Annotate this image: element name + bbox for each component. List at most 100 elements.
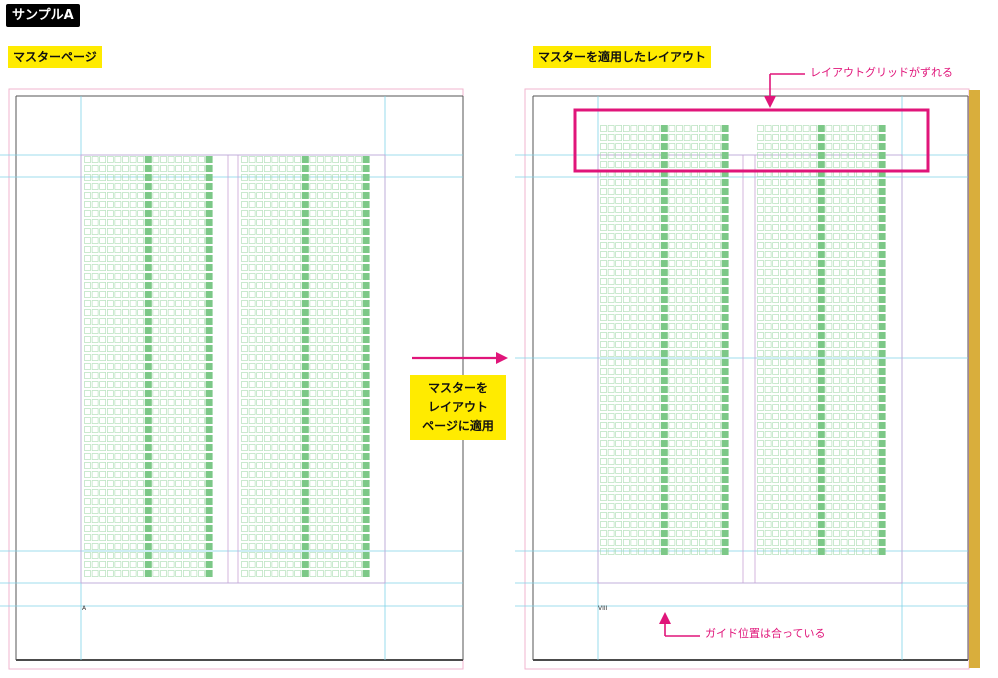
master-grid-cell [271,210,279,217]
master-grid-cell [91,264,99,271]
master-grid-cell [339,282,347,289]
master-grid-marker [301,345,309,352]
layout-grid-marker [660,467,668,474]
grid-shift-highlight-box [573,108,930,173]
master-grid-cell [271,471,279,478]
layout-grid-marker [878,494,886,501]
layout-grid-cell [698,395,706,402]
master-grid-marker [301,381,309,388]
master-grid-marker [362,246,370,253]
layout-grid-cell [714,386,721,393]
master-grid-cell [347,489,355,496]
master-grid-cell [114,210,122,217]
layout-grid-cell [779,341,787,348]
master-grid-cell [263,480,271,487]
layout-grid-cell [622,548,630,555]
layout-grid-cell [622,377,630,384]
master-grid-marker [362,507,370,514]
layout-grid-cell [795,143,802,150]
master-grid-cell [167,282,175,289]
master-grid-cell [107,417,114,424]
master-grid-cell [286,444,294,451]
layout-grid-cell [810,458,818,465]
layout-grid-cell [779,512,787,519]
layout-grid-cell [630,476,638,483]
layout-grid-cell [810,512,818,519]
master-grid-cell [167,453,175,460]
master-grid-cell [294,309,302,316]
master-grid-cell [263,300,271,307]
layout-grid-cell [833,458,840,465]
layout-grid-cell [787,395,795,402]
master-grid-cell [107,165,114,172]
master-grid-cell [190,462,198,469]
layout-grid-cell [840,152,848,159]
layout-grid-cell [825,242,833,249]
master-grid-cell [317,561,324,568]
layout-grid-cell [757,395,764,402]
master-grid-cell [324,210,332,217]
layout-grid-cell [779,404,787,411]
layout-grid-cell [615,152,623,159]
master-grid-cell [198,399,205,406]
layout-grid-cell [871,152,878,159]
master-grid-cell [99,156,106,163]
layout-grid-cell [653,476,661,483]
layout-grid-cell [607,476,615,483]
master-grid-cell [122,552,129,559]
layout-grid-cell [653,206,661,213]
layout-grid-cell [698,125,706,132]
layout-grid-cell [600,449,607,456]
master-grid-marker [144,399,152,406]
master-page-label: マスターページ [8,46,102,68]
master-grid-cell [332,435,340,442]
master-grid-marker [301,570,309,577]
layout-grid-marker [660,341,668,348]
master-grid-cell [339,498,347,505]
master-grid-cell [167,291,175,298]
layout-grid-cell [787,521,795,528]
master-grid-cell [355,255,362,262]
layout-grid-cell [638,413,645,420]
layout-grid-cell [645,305,653,312]
master-grid-cell [84,408,91,415]
master-grid-cell [263,507,271,514]
master-grid-cell [332,480,340,487]
master-grid-cell [122,174,129,181]
layout-grid-cell [757,224,764,231]
layout-grid-cell [833,512,840,519]
layout-grid-cell [653,224,661,231]
layout-grid-cell [600,161,607,168]
layout-bleed-frame [524,88,970,670]
layout-grid-cell [772,404,780,411]
layout-grid-cell [802,341,810,348]
master-grid-cell [167,309,175,316]
layout-grid-cell [630,323,638,330]
master-grid-marker [362,201,370,208]
layout-grid-cell [802,224,810,231]
layout-grid-cell [645,548,653,555]
master-grid-cell [309,255,317,262]
layout-grid-marker [660,368,668,375]
layout-grid-marker [660,296,668,303]
master-grid-marker [301,561,309,568]
layout-grid-cell [607,377,615,384]
layout-grid-cell [706,368,714,375]
layout-grid-cell [833,449,840,456]
layout-grid-cell [698,269,706,276]
master-grid-cell [286,435,294,442]
layout-grid-cell [810,242,818,249]
master-grid-cell [294,525,302,532]
master-grid-cell [256,201,264,208]
layout-grid-cell [840,260,848,267]
layout-grid-cell [683,134,691,141]
layout-grid-cell [779,359,787,366]
master-grid-cell [286,201,294,208]
layout-grid-cell [810,233,818,240]
master-grid-cell [347,444,355,451]
layout-grid-cell [848,476,856,483]
master-grid-cell [167,417,175,424]
master-grid-cell [107,534,114,541]
master-grid-marker [301,453,309,460]
master-grid-cell [175,390,182,397]
